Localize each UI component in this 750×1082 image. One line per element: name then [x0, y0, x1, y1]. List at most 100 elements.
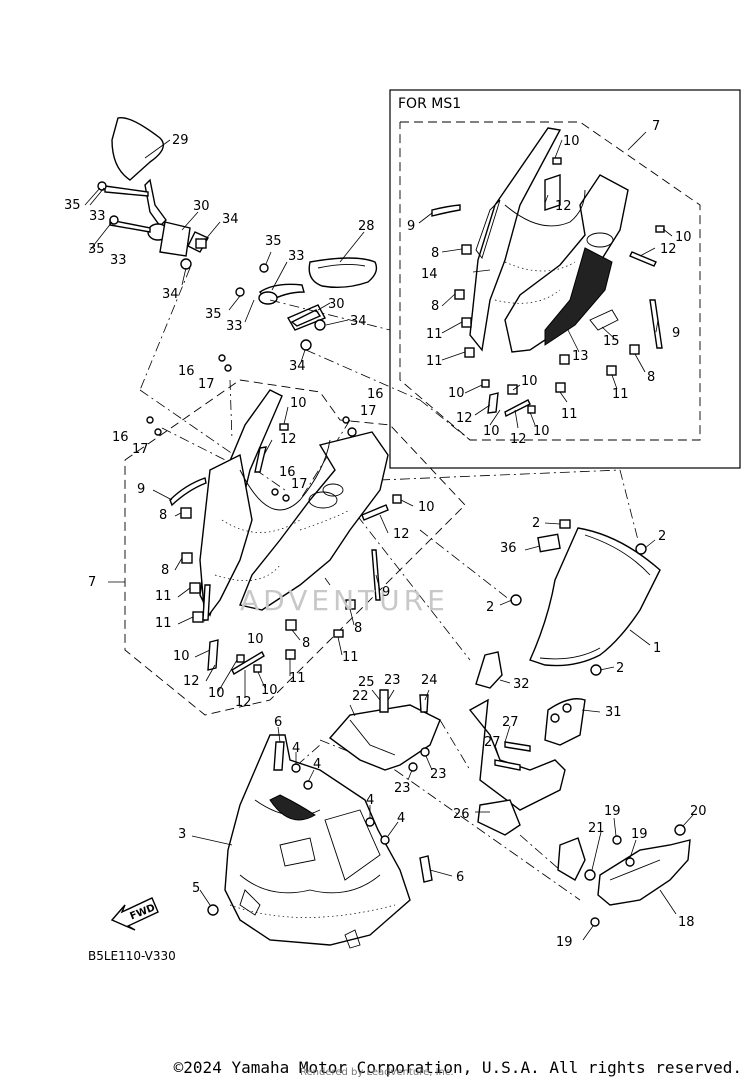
callout-16: 16 — [367, 387, 384, 402]
callout-2: 2 — [658, 529, 666, 544]
callout-4: 4 — [292, 741, 300, 756]
callout-36: 36 — [500, 541, 517, 556]
copyright-notice: ©2024 Yamaha Motor Corporation, U.S.A. A… — [173, 1058, 742, 1077]
lower-cowling-3 — [224, 734, 411, 946]
callout-28: 28 — [358, 219, 375, 234]
callout-11: 11 — [155, 589, 172, 604]
callout-11: 11 — [426, 327, 443, 342]
callout-35: 35 — [64, 198, 81, 213]
ms1-inset-title: FOR MS1 — [398, 96, 461, 112]
callout-13: 13 — [572, 349, 589, 364]
callout-17: 17 — [198, 377, 215, 392]
callout-8: 8 — [354, 621, 362, 636]
callout-23: 23 — [430, 767, 447, 782]
callout-10: 10 — [483, 424, 500, 439]
callout-12: 12 — [393, 527, 410, 542]
callout-34: 34 — [350, 314, 367, 329]
callout-8: 8 — [161, 563, 169, 578]
callout-11: 11 — [155, 616, 172, 631]
callout-34: 34 — [289, 359, 306, 374]
callout-8: 8 — [302, 636, 310, 651]
lower-cowling-assembly — [191, 726, 453, 949]
callout-19: 19 — [556, 935, 573, 950]
callout-14: 14 — [421, 267, 438, 282]
duct-22 — [328, 704, 441, 771]
callout-17: 17 — [291, 477, 308, 492]
callout-11: 11 — [289, 671, 306, 686]
callout-19: 19 — [604, 804, 621, 819]
callout-10: 10 — [533, 424, 550, 439]
cover-18 — [597, 839, 691, 906]
callout-10: 10 — [261, 683, 278, 698]
left-mirror-assembly — [84, 116, 221, 286]
right-mirror-assembly — [228, 231, 378, 363]
callout-9: 9 — [672, 326, 680, 341]
rendered-by-credit: Rendered by Leadventure, Inc. — [300, 1067, 454, 1078]
callout-9: 9 — [407, 219, 415, 234]
stay-26 — [468, 698, 566, 811]
windshield-1 — [529, 527, 661, 667]
callout-17: 17 — [132, 442, 149, 457]
callout-18: 18 — [678, 915, 695, 930]
stay-31 — [544, 698, 586, 746]
callout-10: 10 — [448, 386, 465, 401]
callout-31: 31 — [605, 705, 622, 720]
callout-25: 25 — [358, 675, 375, 690]
diagram-code: B5LE110-V330 — [88, 949, 176, 963]
callout-23: 23 — [394, 781, 411, 796]
callout-16: 16 — [178, 364, 195, 379]
callout-20: 20 — [690, 804, 707, 819]
callout-7: 7 — [88, 575, 96, 590]
callout-30: 30 — [193, 199, 210, 214]
ms1-dashed-group-outline — [399, 121, 701, 441]
callout-1: 1 — [653, 641, 661, 656]
callout-12: 12 — [235, 695, 252, 710]
callout-34: 34 — [222, 212, 239, 227]
callout-10: 10 — [290, 396, 307, 411]
callout-8: 8 — [431, 246, 439, 261]
mirror-28 — [308, 257, 378, 289]
callout-9: 9 — [382, 585, 390, 600]
callout-5: 5 — [192, 881, 200, 896]
windshield-assembly — [499, 519, 661, 676]
callout-10: 10 — [675, 230, 692, 245]
callout-4: 4 — [397, 811, 405, 826]
callout-2: 2 — [486, 600, 494, 615]
ms1-leaders — [418, 131, 673, 429]
callout-32: 32 — [513, 677, 530, 692]
callout-17: 17 — [360, 404, 377, 419]
ms1-inset-frame — [389, 89, 741, 469]
callout-6: 6 — [274, 715, 282, 730]
callout-6: 6 — [456, 870, 464, 885]
callout-16: 16 — [279, 465, 296, 480]
fwd-arrow-icon: FWD — [110, 897, 159, 931]
callout-10: 10 — [418, 500, 435, 515]
watermark: ADVENTURE — [240, 584, 449, 617]
callout-8: 8 — [159, 508, 167, 523]
callout-33: 33 — [110, 253, 127, 268]
mirror-29 — [111, 116, 164, 181]
callout-19: 19 — [631, 827, 648, 842]
callout-11: 11 — [426, 354, 443, 369]
callout-29: 29 — [172, 133, 189, 148]
duct-assembly — [328, 689, 441, 781]
callout-3: 3 — [178, 827, 186, 842]
callout-21: 21 — [588, 821, 605, 836]
callout-8: 8 — [431, 299, 439, 314]
callout-33: 33 — [288, 249, 305, 264]
callout-27: 27 — [484, 735, 501, 750]
callout-12: 12 — [510, 432, 527, 447]
callout-8: 8 — [647, 370, 655, 385]
callout-2: 2 — [616, 661, 624, 676]
callout-34: 34 — [162, 287, 179, 302]
callout-30: 30 — [328, 297, 345, 312]
callout-11: 11 — [612, 387, 629, 402]
callout-12: 12 — [660, 242, 677, 257]
callout-11: 11 — [342, 650, 359, 665]
callout-9: 9 — [137, 482, 145, 497]
callout-10: 10 — [208, 686, 225, 701]
callout-23: 23 — [384, 673, 401, 688]
bracket-assembly — [468, 651, 601, 836]
ms1-inset: FOR MS1 — [389, 89, 741, 469]
